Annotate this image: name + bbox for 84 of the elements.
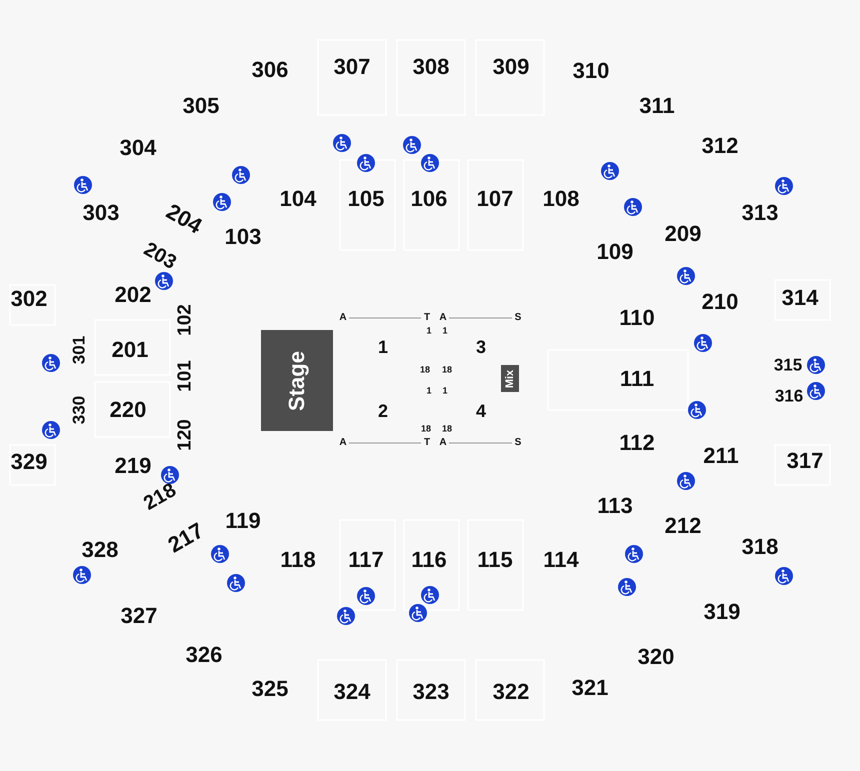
- section-number: 315: [774, 356, 802, 374]
- aisle-letter: A: [439, 313, 447, 323]
- section-number: 304: [120, 137, 156, 159]
- row-number: 1: [426, 386, 432, 396]
- section-number: 325: [252, 678, 288, 700]
- section-number: 313: [742, 202, 778, 224]
- section-number: 327: [120, 605, 158, 627]
- section-number: 102: [176, 304, 194, 336]
- section-number: 103: [224, 226, 262, 248]
- row-number: 1: [442, 386, 448, 396]
- aisle-letter: T: [424, 313, 430, 323]
- section-number: 319: [704, 601, 740, 623]
- section-number: 201: [112, 339, 148, 361]
- floor-section-number: 4: [476, 402, 486, 420]
- section-number: 209: [664, 223, 702, 245]
- section-number: 312: [702, 135, 738, 157]
- section-number: 321: [572, 677, 608, 699]
- section-number: 302: [10, 288, 48, 310]
- section-number: 101: [176, 360, 194, 392]
- section-number: 309: [492, 56, 530, 78]
- row-number: 1: [442, 326, 448, 336]
- section-number: 329: [10, 451, 48, 473]
- section-number: 211: [703, 445, 739, 467]
- section-number: 106: [410, 188, 448, 210]
- section-number: 109: [596, 241, 634, 263]
- section-number: 107: [476, 188, 514, 210]
- section-number: 306: [252, 59, 288, 81]
- section-number: 210: [702, 291, 738, 313]
- section-number: 320: [638, 646, 674, 668]
- section-number: 318: [742, 536, 778, 558]
- row-number: 1: [426, 326, 432, 336]
- section-number: 117: [348, 549, 384, 571]
- row-number: 18: [442, 424, 452, 434]
- section-number: 110: [619, 307, 655, 329]
- aisle-letter: A: [339, 313, 347, 323]
- section-number: 116: [411, 549, 447, 571]
- section-number: 220: [110, 399, 146, 421]
- section-number: 118: [280, 549, 316, 571]
- floor-section-number: 1: [378, 338, 388, 356]
- section-number: 328: [82, 539, 118, 561]
- section-number: 308: [412, 56, 450, 78]
- aisle-letter: A: [339, 438, 347, 448]
- floor-section-number: 2: [378, 402, 388, 420]
- section-number: 115: [477, 549, 513, 571]
- section-number: 219: [114, 455, 152, 477]
- row-number: 18: [442, 366, 452, 374]
- section-number: 112: [619, 432, 655, 454]
- stage-block: Stage: [261, 330, 333, 431]
- section-number: 311: [639, 95, 675, 117]
- section-number: 326: [186, 644, 222, 666]
- section-number: 330: [70, 396, 88, 424]
- section-number: 316: [774, 388, 804, 404]
- section-number: 310: [572, 60, 610, 82]
- section-number: 218: [140, 480, 180, 514]
- section-number: 114: [543, 549, 579, 571]
- row-number: 18: [421, 424, 431, 434]
- aisle-letter: S: [514, 438, 522, 448]
- section-number: 119: [225, 510, 261, 532]
- section-number: 317: [786, 450, 824, 472]
- section-number: 305: [182, 95, 220, 117]
- section-number: 111: [620, 368, 654, 390]
- section-number: 104: [280, 188, 316, 210]
- section-number: 301: [70, 336, 88, 364]
- section-number: 324: [334, 681, 370, 703]
- section-number: 108: [542, 188, 580, 210]
- aisle-letter: T: [424, 438, 430, 448]
- section-number: 212: [664, 515, 702, 537]
- section-number: 303: [82, 202, 120, 224]
- section-number: 202: [114, 284, 152, 306]
- aisle-letter: S: [514, 313, 522, 323]
- section-number: 203: [140, 239, 180, 273]
- section-number: 105: [348, 188, 384, 210]
- section-number: 217: [164, 519, 208, 557]
- section-number: 204: [162, 200, 206, 238]
- mix-position-box: Mix: [501, 365, 519, 392]
- section-number: 314: [782, 287, 818, 309]
- row-number: 18: [420, 366, 430, 374]
- section-number: 307: [334, 56, 370, 78]
- section-number: 323: [412, 681, 450, 703]
- section-number: 322: [492, 681, 530, 703]
- floor-section-number: 3: [476, 338, 486, 356]
- section-number: 120: [176, 419, 194, 451]
- section-number: 113: [597, 495, 633, 517]
- aisle-letter: A: [439, 438, 447, 448]
